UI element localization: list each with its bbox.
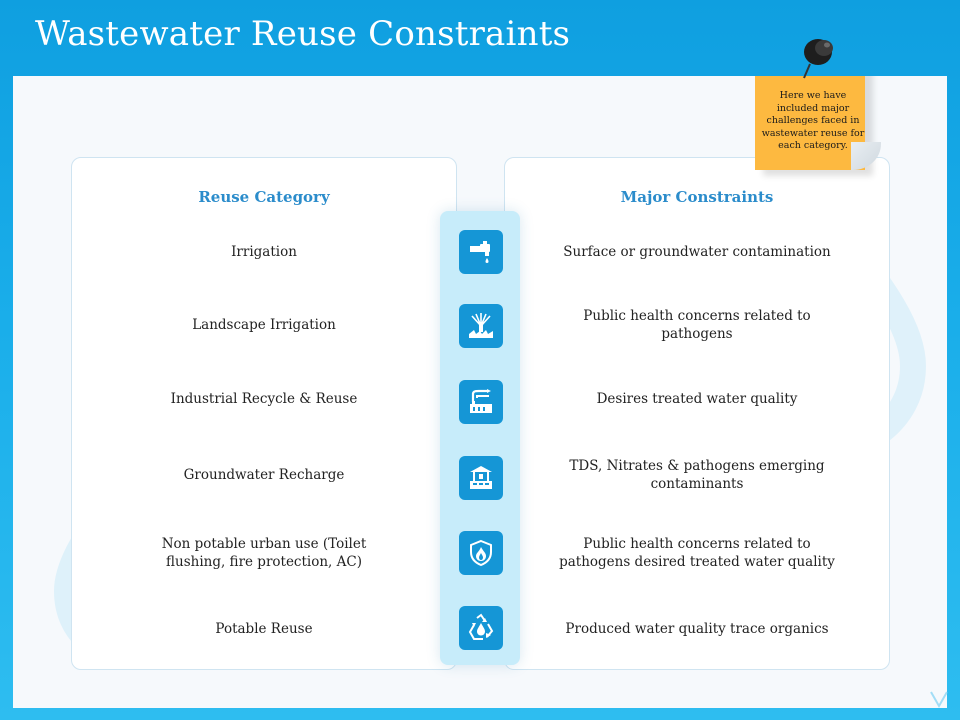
push-pin-icon [803,39,833,79]
list-item: Industrial Recycle & Reuse [170,391,358,407]
list-item: Surface or groundwater contamination [563,244,831,260]
icon-strip [440,211,520,665]
major-constraints-card: Major Constraints Surface or groundwater… [504,157,890,670]
sticky-note: Here we have included major challenges f… [755,76,881,172]
page-title: Wastewater Reuse Constraints [35,14,571,54]
recycle-drop-icon [459,606,503,650]
reuse-category-card: Reuse Category Irrigation Landscape Irri… [71,157,457,670]
faucet-icon [459,230,503,274]
sticky-note-text: Here we have included major challenges f… [761,90,865,151]
list-item: Landscape Irrigation [192,317,336,333]
sprinkler-icon [459,304,503,348]
list-item: Non potable urban use (Toilet flushing, … [161,536,367,570]
list-item: TDS, Nitrates & pathogens emerging conta… [569,458,825,492]
list-item: Public health concerns related to pathog… [559,536,835,570]
sticky-note-paper [755,76,865,170]
reuse-category-heading: Reuse Category [198,188,330,206]
watermark-logo-icon [930,691,948,709]
list-item: Desires treated water quality [596,391,798,407]
list-item: Irrigation [231,244,297,260]
factory-icon [459,380,503,424]
list-item: Potable Reuse [215,621,313,637]
list-item: Groundwater Recharge [183,467,345,483]
content-panel: Reuse Category Irrigation Landscape Irri… [13,76,947,708]
major-constraints-heading: Major Constraints [620,188,774,206]
list-item: Produced water quality trace organics [565,621,829,637]
water-well-icon [459,456,503,500]
fire-shield-icon [459,531,503,575]
list-item: Public health concerns related to pathog… [583,308,811,342]
